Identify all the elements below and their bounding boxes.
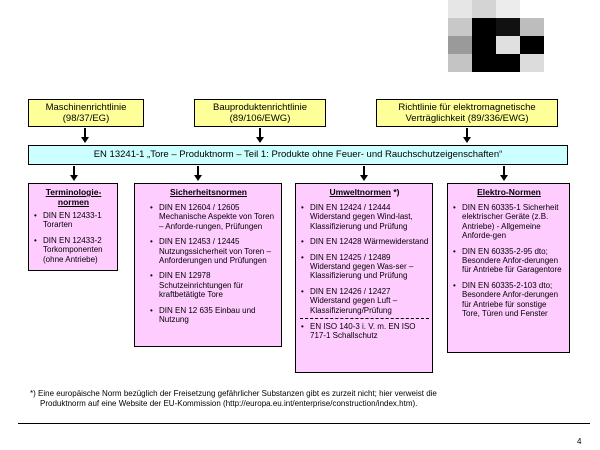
- list-item: DIN EN 12426 / 12427 Widerstand gegen Lu…: [300, 287, 429, 315]
- category-list: EN ISO 140-3 i. V. m. EN ISO 717-1 Schal…: [300, 322, 429, 341]
- list-item: DIN EN 12604 / 12605 Mechanische Aspekte…: [149, 203, 278, 231]
- directive-line1: Richtlinie für elektromagnetische: [398, 102, 536, 113]
- category-title: Umweltnormen *): [300, 187, 429, 197]
- category-title: Sicherheitsnormen: [170, 187, 247, 197]
- dashed-divider: [300, 318, 429, 320]
- list-item: DIN EN 12978 Schutzeinrichtungen für kra…: [149, 271, 278, 299]
- category-list: DIN EN 12604 / 12605 Mechanische Aspekte…: [139, 203, 278, 324]
- logo-square: [472, 36, 496, 54]
- footnote-marker: *): [390, 187, 400, 197]
- arrow-down-icon: [360, 166, 368, 182]
- logo-square: [472, 0, 496, 18]
- logo-square: [448, 54, 472, 72]
- footnote: *) Eine europäische Norm bezüglich der F…: [30, 389, 590, 409]
- category-list: DIN EN 12433-1 Torarten DIN EN 12433-2 T…: [33, 211, 114, 264]
- category-terminology: Terminologie- normen DIN EN 12433-1 Tora…: [28, 183, 118, 271]
- list-item: DIN EN 60335-1 Sicherheit elektrischer G…: [452, 203, 566, 241]
- arrow-down-icon: [463, 128, 471, 144]
- directive-line1: Maschinenrichtlinie: [45, 102, 127, 113]
- logo-square: [448, 0, 472, 18]
- arrow-down-icon: [81, 128, 89, 144]
- product-norm-text: EN 13241-1 „Tore – Produktnorm – Teil 1:…: [93, 149, 503, 160]
- category-title-line2: normen: [57, 197, 90, 207]
- arrow-down-icon: [194, 166, 202, 182]
- footnote-line2: Produktnorm auf eine Website der EU-Komm…: [40, 399, 418, 408]
- directive-line1: Bauproduktenrichtlinie: [212, 102, 307, 113]
- arrow-down-icon: [70, 166, 78, 182]
- arrow-down-icon: [500, 166, 508, 182]
- category-environment: Umweltnormen *) DIN EN 12424 / 12444 Wid…: [295, 183, 433, 373]
- category-list: DIN EN 12424 / 12444 Widerstand gegen Wi…: [300, 203, 429, 315]
- list-item: EN ISO 140-3 i. V. m. EN ISO 717-1 Schal…: [300, 322, 429, 341]
- list-item: DIN EN 12424 / 12444 Widerstand gegen Wi…: [300, 203, 429, 231]
- list-item: DIN EN 12433-1 Torarten: [33, 211, 114, 230]
- directive-construction-products: Bauproduktenrichtlinie (89/106/EWG): [194, 99, 326, 127]
- logo: [448, 0, 544, 72]
- directive-line2: Verträglichkeit (89/336/EWG): [405, 113, 529, 124]
- list-item: DIN EN 12453 / 12445 Nutzungssicherheit …: [149, 237, 278, 265]
- logo-square: [448, 18, 472, 36]
- category-title-text: Umweltnormen: [329, 187, 391, 197]
- category-title-line1: Terminologie-: [45, 187, 102, 197]
- directive-machinery: Maschinenrichtlinie (98/37/EG): [28, 99, 144, 127]
- category-list: DIN EN 60335-1 Sicherheit elektrischer G…: [452, 203, 566, 318]
- product-norm-box: EN 13241-1 „Tore – Produktnorm – Teil 1:…: [28, 145, 568, 165]
- directive-emc: Richtlinie für elektromagnetische Verträ…: [376, 99, 558, 127]
- logo-square: [496, 36, 520, 54]
- category-title: Terminologie- normen: [33, 187, 114, 207]
- list-item: DIN EN 12425 / 12489 Widerstand gegen Wa…: [300, 253, 429, 281]
- logo-square: [520, 36, 544, 54]
- list-item: DIN EN 12428 Wärmewiderstand: [300, 237, 429, 247]
- category-electro: Elektro-Normen DIN EN 60335-1 Sicherheit…: [447, 183, 570, 353]
- logo-square: [472, 18, 496, 36]
- list-item: DIN EN 60335-2-95 dto; Besondere Anfor-d…: [452, 247, 566, 275]
- logo-square: [448, 36, 472, 54]
- list-item: DIN EN 12433-2 Torkomponenten (ohne Antr…: [33, 236, 114, 264]
- directive-line2: (98/37/EG): [62, 113, 110, 124]
- logo-square: [520, 18, 544, 36]
- page-number: 4: [577, 437, 582, 446]
- logo-square: [496, 0, 520, 18]
- logo-square: [520, 54, 544, 72]
- list-item: DIN EN 12 635 Einbau und Nutzung: [149, 306, 278, 325]
- bottom-divider: [18, 423, 590, 424]
- logo-square: [472, 54, 496, 72]
- category-safety: Sicherheitsnormen DIN EN 12604 / 12605 M…: [134, 183, 282, 347]
- category-title: Elektro-Normen: [477, 187, 541, 197]
- directive-line2: (89/106/EWG): [229, 113, 291, 124]
- list-item: DIN EN 60335-2-103 dto; Besondere Anfor-…: [452, 281, 566, 319]
- logo-square: [496, 18, 520, 36]
- logo-square: [496, 54, 520, 72]
- footnote-line1: *) Eine europäische Norm bezüglich der F…: [30, 389, 437, 398]
- arrow-down-icon: [256, 128, 264, 144]
